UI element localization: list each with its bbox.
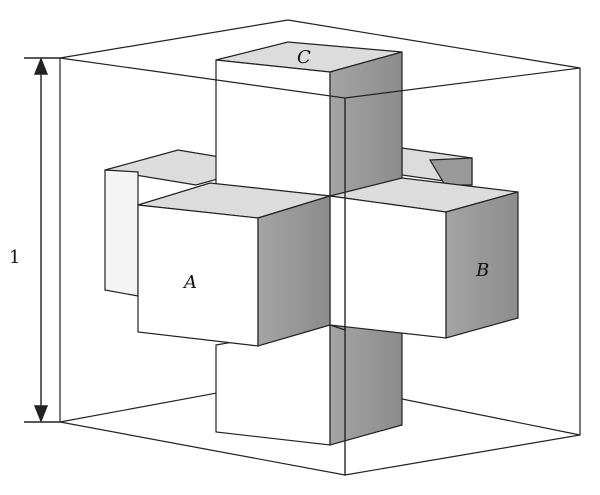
front-arm-side-face xyxy=(257,195,331,347)
label-a: A xyxy=(182,272,197,293)
label-c: C xyxy=(297,47,311,68)
right-arm-b xyxy=(329,177,519,339)
bottom-arm xyxy=(215,324,403,446)
top-arm-front-face xyxy=(215,59,331,197)
top-arm-side-face xyxy=(329,51,403,197)
face-a xyxy=(137,204,259,347)
dimension-label: 1 xyxy=(9,247,20,268)
outer-cube-front-edges xyxy=(59,57,581,476)
back-right-arm xyxy=(401,147,473,186)
right-arm-front-face xyxy=(329,195,447,339)
label-b: B xyxy=(475,260,489,281)
top-arm-c xyxy=(215,41,403,197)
face-b xyxy=(445,191,519,339)
dimension-arrow xyxy=(24,57,60,423)
front-arm-a xyxy=(137,182,331,347)
